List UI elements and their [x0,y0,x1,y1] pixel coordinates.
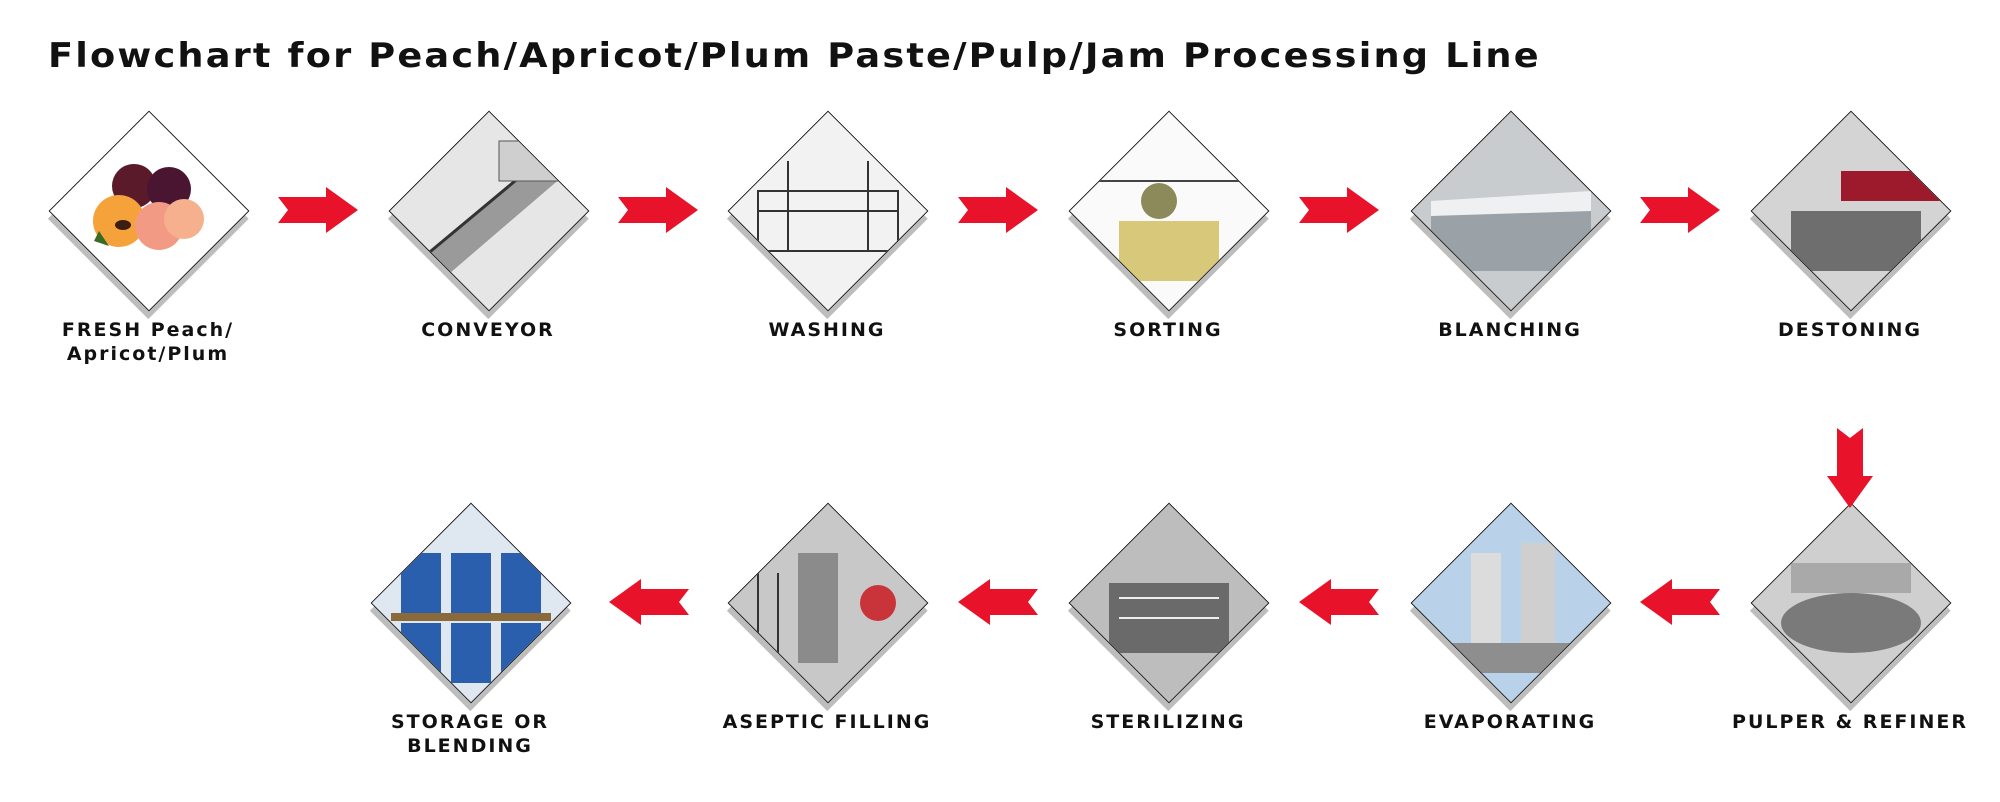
step-label: EVAPORATING [1380,710,1640,734]
step-label: ASEPTIC FILLING [697,710,957,734]
step-label-line: EVAPORATING [1423,711,1597,733]
arrow-right-icon [1640,187,1720,237]
step-label-line: Apricot/Plum [66,343,230,365]
step-diamond [1068,110,1270,312]
step-label: CONVEYOR [358,318,618,342]
step-label-line: ASEPTIC FILLING [722,711,932,733]
destoning-machine-icon [1750,110,1952,312]
step-diamond [727,502,929,704]
evaporator-icon [1410,502,1612,704]
step-diamond [727,110,929,312]
sterilizer-icon [1068,502,1270,704]
step-fresh-fruit: FRESH Peach/Apricot/Plum [18,110,278,366]
step-sorting: SORTING [1038,110,1298,342]
washing-machine-icon [727,110,929,312]
step-label-line: STORAGE OR BLENDING [390,711,550,757]
step-label: PULPER & REFINER [1720,710,1980,734]
step-sterilizing: STERILIZING [1038,502,1298,734]
drums-icon [370,502,572,704]
pulper-machine-icon [1750,502,1952,704]
blanching-machine-icon [1410,110,1612,312]
step-storage-blending: STORAGE OR BLENDING [340,502,600,758]
arrow-right-icon [617,187,698,237]
arrow-left-icon [957,579,1038,629]
page-title: Flowchart for Peach/Apricot/Plum Paste/P… [48,36,1541,76]
step-label-line: PULPER & REFINER [1732,711,1968,733]
step-label-line: BLANCHING [1438,319,1582,341]
step-label-line: CONVEYOR [421,319,555,341]
step-diamond [48,110,250,312]
step-diamond [1750,110,1952,312]
step-label: SORTING [1038,318,1298,342]
step-label: STERILIZING [1038,710,1298,734]
step-label: DESTONING [1720,318,1980,342]
step-diamond [388,110,590,312]
arrow-right-icon [1299,187,1379,237]
sorting-machine-icon [1068,110,1270,312]
step-blanching: BLANCHING [1380,110,1640,342]
arrow-left-icon [608,579,689,629]
step-diamond [1750,502,1952,704]
step-evaporating: EVAPORATING [1380,502,1640,734]
fruit-icon [48,110,250,312]
arrow-left-icon [1640,579,1720,629]
step-label-line: DESTONING [1777,319,1922,341]
step-diamond [1410,502,1612,704]
arrow-right-icon [278,187,358,237]
step-label-line: FRESH Peach/ [61,319,235,341]
step-diamond [1410,110,1612,312]
step-label: WASHING [697,318,957,342]
arrow-right-icon [957,187,1038,237]
step-pulper-refiner: PULPER & REFINER [1720,502,1980,734]
arrow-down-icon [1810,428,1890,508]
step-label: BLANCHING [1380,318,1640,342]
conveyor-machine-icon [388,110,590,312]
step-label: FRESH Peach/Apricot/Plum [18,318,278,366]
step-diamond [370,502,572,704]
step-label-line: WASHING [768,319,886,341]
step-aseptic-filling: ASEPTIC FILLING [697,502,957,734]
step-label-line: SORTING [1113,319,1223,341]
filling-machine-icon [727,502,929,704]
step-washing: WASHING [697,110,957,342]
step-label-line: STERILIZING [1090,711,1246,733]
step-label: STORAGE OR BLENDING [340,710,600,758]
step-destoning: DESTONING [1720,110,1980,342]
step-diamond [1068,502,1270,704]
arrow-left-icon [1299,579,1379,629]
step-conveyor: CONVEYOR [358,110,618,342]
